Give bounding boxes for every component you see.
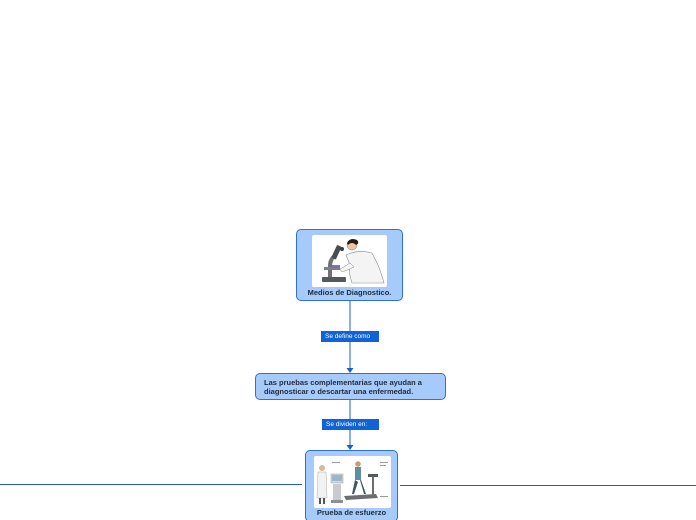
arrowhead-definition (346, 368, 354, 373)
child-node-label: Prueba de esfuerzo (316, 508, 387, 517)
root-node[interactable]: Medios de Diagnostico. (296, 229, 403, 301)
treadmill-icon (316, 461, 388, 504)
definition-node[interactable]: Las pruebas complementarias que ayudan a… (255, 373, 446, 400)
child-node[interactable]: Prueba de esfuerzo (305, 450, 398, 520)
microscope-icon (322, 239, 385, 284)
definition-node-label: Las pruebas complementarias que ayudan a… (264, 378, 422, 396)
arrowhead-child (346, 445, 354, 450)
link-label-define[interactable]: Se define como (321, 331, 379, 342)
root-node-label: Medios de Diagnostico. (307, 288, 392, 297)
stress-test-image (314, 456, 391, 508)
link-label-divide[interactable]: Se dividen en: (322, 419, 379, 430)
microscope-scientist-image (312, 235, 387, 287)
